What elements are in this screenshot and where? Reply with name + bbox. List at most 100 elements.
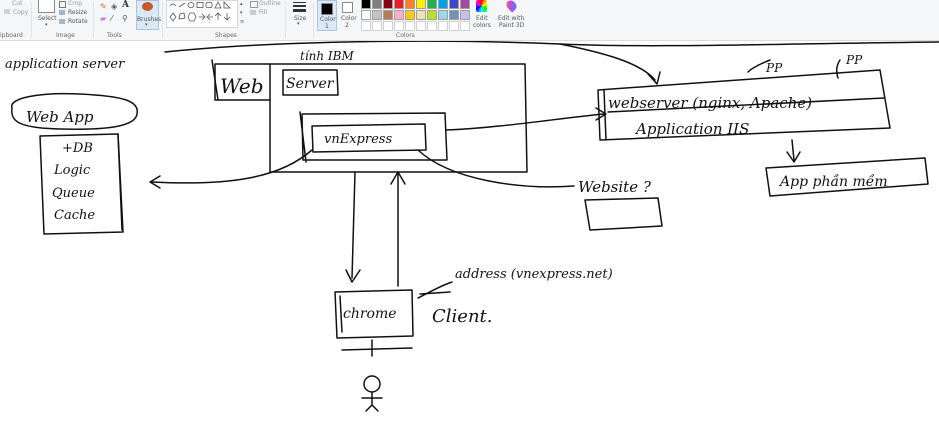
shapes-group-label: Shapes	[215, 32, 237, 39]
color-swatch[interactable]	[427, 10, 437, 20]
cache-text: Cache	[54, 208, 95, 223]
oval-shape-icon	[187, 2, 195, 8]
color-swatch[interactable]	[372, 0, 382, 9]
color-swatch[interactable]	[460, 10, 470, 20]
text-icon[interactable]: A	[122, 0, 129, 10]
drawing-canvas[interactable]: application server Web App +DB Logic Que…	[0, 40, 939, 428]
tools-group-label: Tools	[107, 32, 122, 39]
server-label-text: Server	[286, 76, 335, 92]
color2-button[interactable]: Color 2	[339, 0, 357, 31]
web-server-box	[214, 63, 528, 173]
chrome-underline	[341, 347, 413, 351]
shapes-gallery[interactable]	[166, 0, 238, 28]
server-label-box	[282, 69, 339, 96]
color-swatch[interactable]	[438, 0, 448, 9]
chevron-down-icon[interactable]: ▾	[45, 22, 48, 28]
color-swatch[interactable]	[405, 0, 415, 9]
diamond-shape-icon	[169, 12, 177, 22]
color-swatch[interactable]	[449, 21, 459, 31]
top-connector-line	[164, 40, 939, 53]
select-button[interactable]: Select	[38, 15, 57, 22]
color-swatch[interactable]	[449, 10, 459, 20]
line-shape-icon	[178, 2, 186, 8]
color-swatch[interactable]	[460, 0, 470, 9]
arrow-head	[786, 151, 801, 163]
chevron-down-icon[interactable]: ▾	[297, 21, 300, 27]
color-swatch[interactable]	[383, 0, 393, 9]
color-swatch[interactable]	[416, 10, 426, 20]
application-iis-text: Application IIS	[634, 120, 749, 138]
address-text: address (vnexpress.net)	[455, 267, 613, 282]
color-swatch[interactable]	[438, 21, 448, 31]
color-swatch[interactable]	[438, 10, 448, 20]
color-swatch[interactable]	[361, 21, 371, 31]
vnexpress-inner-box	[311, 123, 427, 153]
color-swatch[interactable]	[372, 10, 382, 20]
outline-button[interactable]: Outline	[259, 0, 281, 7]
list-box-edge	[117, 133, 123, 231]
crop-button[interactable]: Crop	[68, 0, 83, 7]
color-swatch[interactable]	[416, 21, 426, 31]
color-swatch[interactable]	[416, 0, 426, 9]
chrome-text: chrome	[343, 306, 397, 322]
edit-colors-button[interactable]: Edit colors	[473, 0, 491, 31]
size-button[interactable]: Size ▾	[290, 0, 308, 28]
color-swatch[interactable]	[460, 21, 470, 31]
color-swatch[interactable]	[383, 21, 393, 31]
webserver-text: webserver (nginx, Apache)	[608, 94, 812, 112]
edit-with-paint3d-button[interactable]: Edit with Paint 3D	[497, 0, 525, 31]
arrow-down-shape-icon	[223, 13, 231, 21]
color-swatch[interactable]	[383, 10, 393, 20]
separator	[313, 2, 314, 38]
color1-number: 1	[325, 23, 329, 30]
web-app-text: Web App	[26, 108, 94, 126]
eraser-icon[interactable]: ▰	[100, 14, 107, 23]
user-body	[361, 391, 383, 412]
color-swatch[interactable]	[361, 0, 371, 9]
pencil-icon[interactable]: ✎	[100, 2, 107, 11]
color-swatch[interactable]	[449, 0, 459, 9]
color2-swatch	[342, 2, 353, 13]
color-swatch[interactable]	[394, 10, 404, 20]
color-swatch[interactable]	[372, 21, 382, 31]
fill-button[interactable]: Fill	[259, 9, 268, 16]
arrow-head	[149, 175, 161, 189]
app-software-text: App phần mềm	[778, 173, 888, 190]
color1-button[interactable]: Color 1	[317, 0, 337, 31]
color-swatch[interactable]	[394, 0, 404, 9]
copy-button[interactable]: Copy	[13, 9, 29, 16]
edit-colors-label: Edit	[476, 15, 488, 22]
color-palette	[361, 0, 481, 31]
copy-icon	[4, 9, 10, 14]
color-picker-icon[interactable]: ⁄	[111, 14, 113, 23]
magnifier-icon[interactable]: ⚲	[122, 14, 128, 23]
color-swatch[interactable]	[394, 21, 404, 31]
edit-paint3d-label-2: Paint 3D	[499, 22, 525, 29]
size-line-icon	[293, 9, 306, 12]
chevron-up-icon[interactable]: ▴	[240, 1, 243, 7]
rotate-button[interactable]: Rotate	[68, 18, 88, 25]
arrow-left-shape-icon	[206, 13, 213, 21]
ibm-text: tính IBM	[300, 49, 354, 63]
color-swatch[interactable]	[361, 10, 371, 20]
pp-text-2: PP	[845, 53, 863, 67]
chevron-down-icon[interactable]: ▾	[240, 10, 243, 16]
paint3d-icon	[504, 0, 519, 13]
gallery-more-icon[interactable]: ≡	[240, 19, 245, 25]
logic-text: Logic	[53, 163, 91, 178]
color-swatch[interactable]	[427, 0, 437, 9]
select-icon[interactable]	[38, 0, 55, 13]
resize-button[interactable]: Resize	[68, 9, 88, 16]
crop-icon	[59, 1, 66, 8]
cut-button[interactable]: Cut	[12, 0, 23, 7]
chevron-down-icon[interactable]: ▾	[145, 22, 148, 28]
color-swatch[interactable]	[427, 21, 437, 31]
size-line-icon	[293, 5, 306, 7]
website-text: Website ?	[578, 178, 652, 196]
brushes-button[interactable]: Brushes ▾	[136, 0, 161, 30]
arrow-up-shape-icon	[214, 12, 222, 20]
color-swatch[interactable]	[405, 10, 415, 20]
fill-bucket-icon[interactable]: ◈	[111, 2, 118, 11]
website-box	[584, 197, 663, 231]
color-swatch[interactable]	[405, 21, 415, 31]
